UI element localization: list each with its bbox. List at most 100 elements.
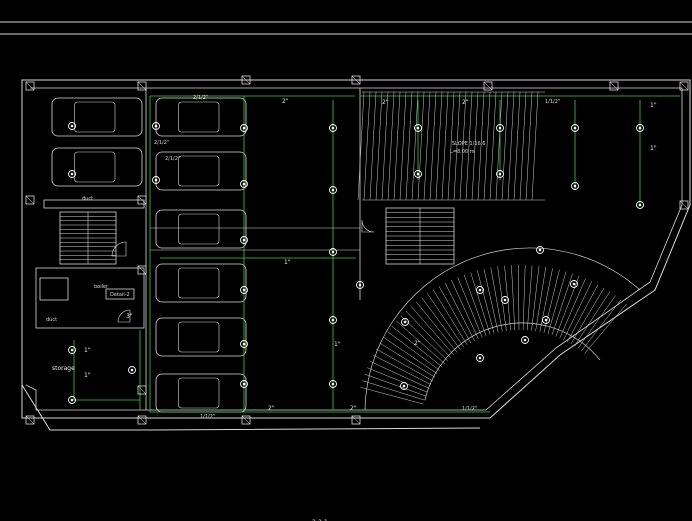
light-fixture-core — [130, 368, 134, 372]
duct-wall — [43, 199, 145, 209]
inner-wall — [25, 87, 683, 411]
light-fixture — [240, 180, 248, 188]
room-label-boiler: boiler — [94, 284, 109, 290]
ramp-hatch-line — [477, 91, 485, 201]
dimension-label: 2/1/2" — [154, 140, 169, 146]
curved-ramp-hatch — [504, 265, 511, 331]
light-fixture — [571, 124, 579, 132]
parked-car-roof — [178, 155, 220, 187]
dimension-label: 1/1/2" — [200, 414, 215, 420]
curved-ramp-hatch — [531, 266, 540, 331]
light-fixture-core — [498, 172, 502, 176]
curved-ramp-hatch — [427, 293, 465, 348]
circuit-label: 2" — [350, 405, 357, 412]
parked-car — [155, 263, 247, 303]
curved-ramp-hatch — [376, 348, 434, 382]
ramp-hatch-line — [507, 91, 515, 201]
dimension-label: 1/1/2" — [462, 406, 477, 412]
light-fixture — [152, 122, 160, 130]
light-fixture-core — [242, 342, 246, 346]
light-fixture — [536, 246, 544, 254]
curved-ramp-hatch — [547, 271, 567, 335]
column-cross — [137, 265, 147, 275]
ramp-slope-label: SLOPE 1/16.6 — [452, 141, 485, 147]
curved-ramp-hatch — [483, 268, 499, 333]
light-fixture — [570, 280, 578, 288]
curved-ramp-hatch — [421, 297, 461, 350]
detail-box — [105, 288, 135, 300]
parked-car — [155, 317, 247, 357]
curved-ramp-hatch — [490, 267, 503, 332]
parked-car-roof — [178, 377, 220, 409]
column — [241, 415, 251, 425]
curved-ramp-hatch — [543, 269, 560, 333]
ramp-hatch-line — [495, 91, 503, 201]
light-fixture-core — [503, 298, 507, 302]
building-walls — [21, 79, 691, 431]
curved-ramp-hatch — [432, 289, 468, 346]
drawing-title-fragment: 2-2-1 — [312, 519, 328, 521]
ramp-hatch-line — [471, 91, 479, 201]
column-cross — [241, 75, 251, 85]
circuit-label: 2" — [462, 99, 469, 106]
circuit-label: 2" — [382, 99, 389, 106]
circuit-label: 1" — [84, 347, 91, 354]
ramp-hatch-line — [417, 91, 425, 201]
ramp-hatch-line — [387, 91, 395, 201]
parking-spaces — [51, 97, 247, 413]
light-fixture — [496, 170, 504, 178]
column — [25, 81, 35, 91]
ramp-hatch-line — [513, 91, 521, 201]
curved-ramp-hatch — [451, 279, 479, 340]
light-fixture — [400, 382, 408, 390]
column — [679, 81, 689, 91]
room-label-duct-top: duct — [82, 196, 93, 202]
column-cross — [483, 81, 493, 91]
ramp-hatch-line — [405, 91, 413, 201]
light-fixture-core — [331, 382, 335, 386]
light-fixtures — [68, 122, 644, 404]
ramp-hatch-line — [435, 91, 443, 201]
light-fixture-core — [70, 398, 74, 402]
light-fixture-core — [331, 188, 335, 192]
structural-columns — [25, 75, 689, 425]
curved-ramp-hatch — [391, 326, 443, 368]
curved-ramp-hatch — [457, 277, 483, 338]
column — [137, 385, 147, 395]
column — [137, 195, 147, 205]
column — [351, 75, 361, 85]
parked-car-roof — [178, 101, 220, 133]
light-fixture — [414, 124, 422, 132]
room-label-duct-left: duct — [46, 317, 57, 323]
light-fixture-core — [544, 318, 548, 322]
curved-ramp-hatch — [535, 266, 547, 332]
column — [609, 81, 619, 91]
curved-ramp-hatch — [511, 265, 516, 331]
light-fixture-core — [331, 126, 335, 130]
light-fixture — [240, 124, 248, 132]
ramp-hatch-line — [423, 91, 431, 201]
light-fixture — [356, 281, 364, 289]
light-fixture-core — [242, 126, 246, 130]
light-fixture — [68, 170, 76, 178]
light-fixture-core — [478, 288, 482, 292]
ramp-hatch-line — [441, 91, 449, 201]
column-cross — [679, 200, 689, 210]
column — [25, 415, 35, 425]
circuit-label: 1" — [334, 341, 341, 348]
curved-ramp-hatch — [559, 278, 586, 339]
ramp-hatch-line — [465, 91, 473, 201]
column — [137, 265, 147, 275]
ramp-hatch-line — [411, 91, 419, 201]
column-cross — [679, 81, 689, 91]
curved-ramp-hatch — [577, 295, 616, 349]
ramp-hatch-line — [501, 91, 509, 201]
curved-ramp-hatch — [369, 361, 430, 389]
curved-ramp-hatch — [372, 354, 432, 385]
light-fixture-core — [242, 182, 246, 186]
column-cross — [137, 415, 147, 425]
column-cross — [137, 81, 147, 91]
dimension-label: 1/1/2" — [545, 99, 560, 105]
dimension-label: 2/1/2" — [193, 95, 208, 101]
light-fixture — [571, 182, 579, 190]
